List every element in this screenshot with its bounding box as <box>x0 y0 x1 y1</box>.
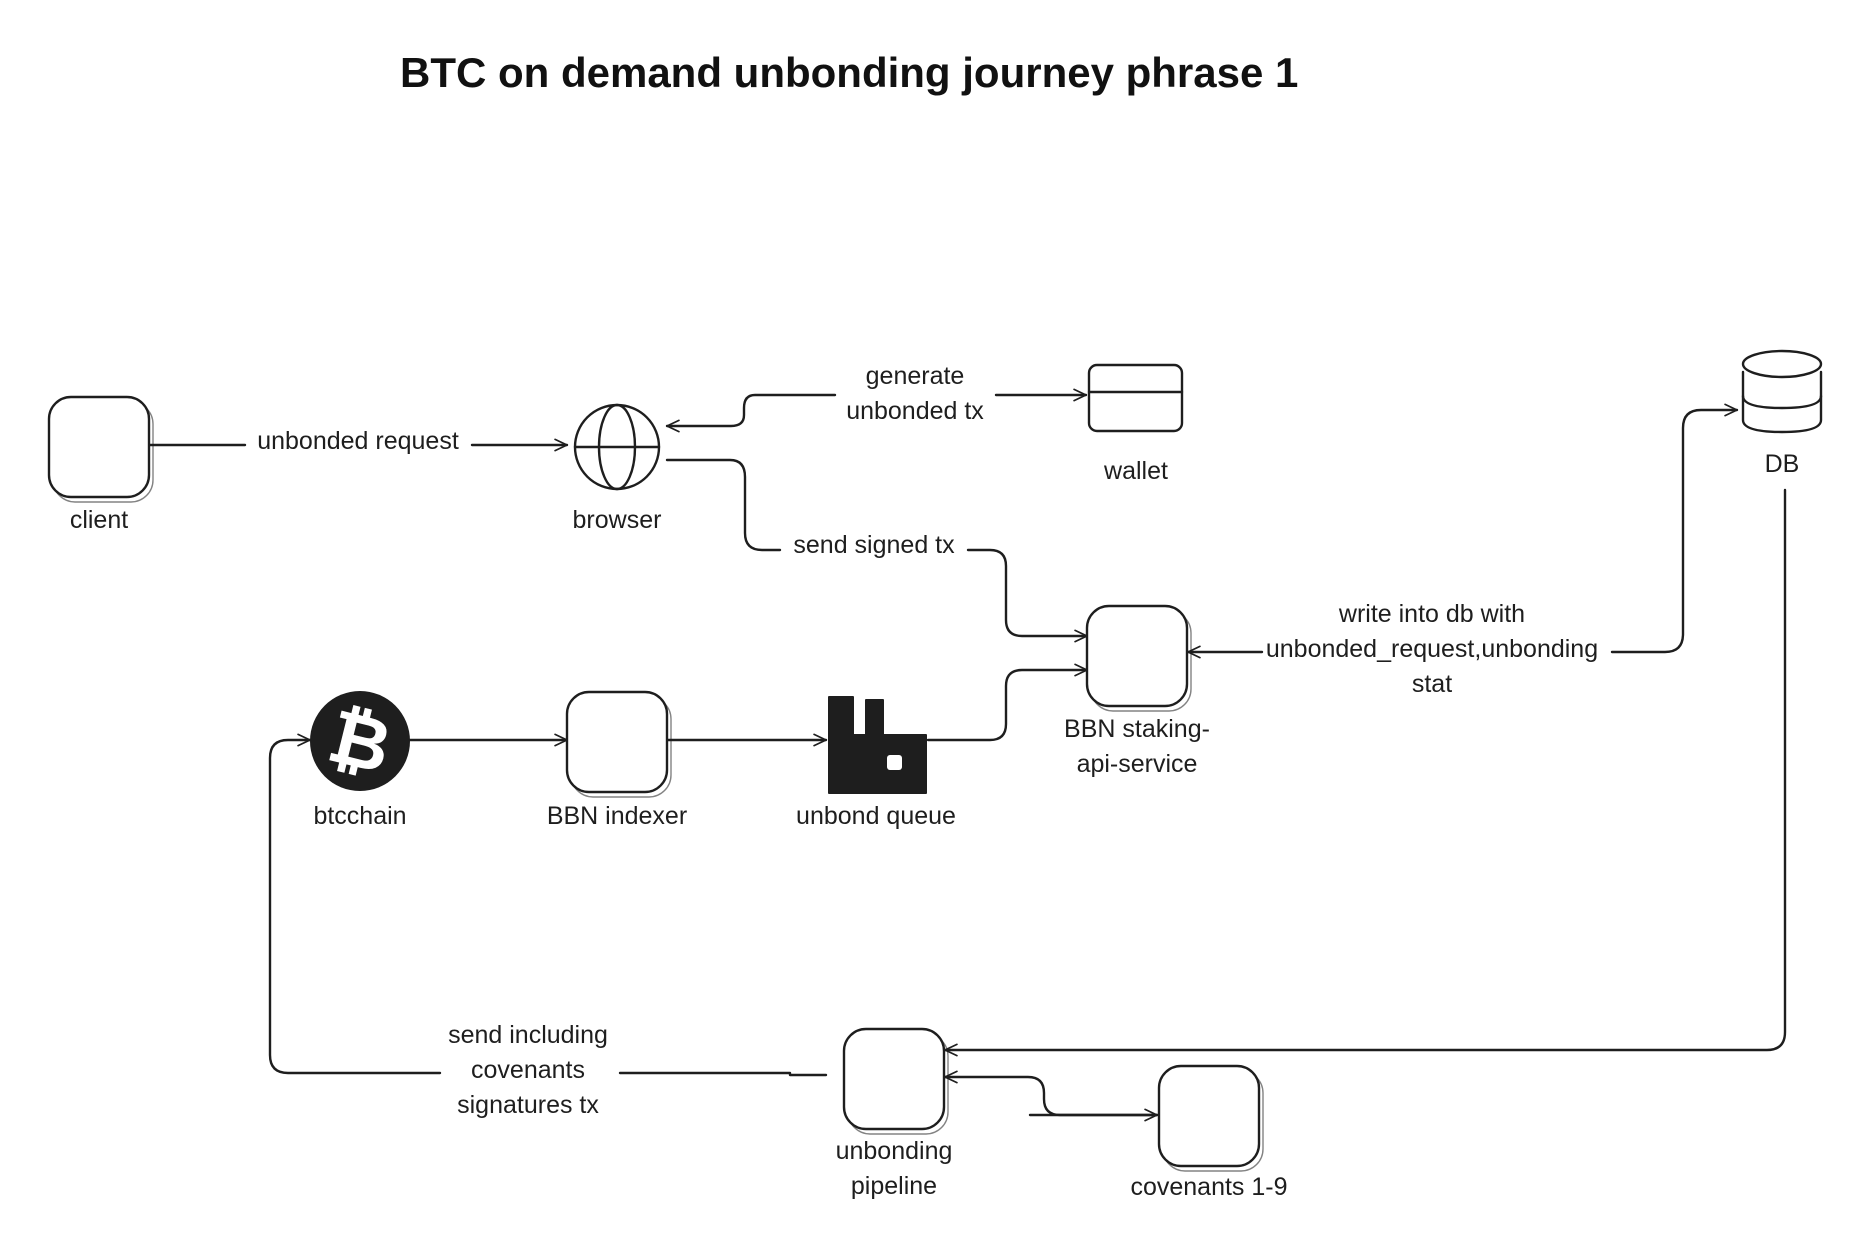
browser-label: browser <box>573 506 662 534</box>
db-label: DB <box>1765 450 1800 478</box>
wallet-node[interactable]: wallet <box>1087 363 1184 485</box>
btcchain-node[interactable]: ₿ btcchain <box>310 691 410 830</box>
edge-pipeline-covenants <box>943 1077 1159 1115</box>
edge-generate-unbonded-tx <box>665 395 1088 426</box>
label-generate-line2: unbonded tx <box>846 397 984 425</box>
label-write-db-line1: write into db with <box>1338 600 1525 628</box>
diagram-title: BTC on demand unbonding journey phrase 1 <box>400 49 1298 96</box>
label-unbonded-request: unbonded request <box>257 427 459 455</box>
edge-send-covenants-signatures <box>268 740 828 1077</box>
factory-icon <box>828 696 927 794</box>
staking-api-service-node[interactable]: BBN staking- api-service <box>1064 604 1210 778</box>
label-write-db-line3: stat <box>1412 670 1452 698</box>
label-send-covenants-line3: signatures tx <box>457 1091 599 1119</box>
covenants-label: covenants 1-9 <box>1130 1173 1287 1201</box>
label-generate-line1: generate <box>866 362 965 390</box>
client-node[interactable]: client <box>47 395 154 534</box>
queue-node[interactable]: unbond queue <box>796 696 956 830</box>
indexer-label: BBN indexer <box>547 802 687 830</box>
wallet-icon <box>1087 363 1184 433</box>
edge-db-to-pipeline <box>943 488 1787 1050</box>
label-send-covenants-line2: covenants <box>471 1056 585 1084</box>
staking-api-label-line2: api-service <box>1077 750 1198 778</box>
pipeline-label-line1: unbonding <box>836 1137 953 1165</box>
queue-label: unbond queue <box>796 802 956 830</box>
label-write-db-line2: unbonded_request,unbonding <box>1266 635 1598 663</box>
client-label: client <box>70 506 128 534</box>
wallet-label: wallet <box>1103 457 1168 485</box>
unbonding-pipeline-node[interactable]: unbonding pipeline <box>836 1027 953 1200</box>
database-icon <box>1741 349 1823 434</box>
label-send-signed-tx: send signed tx <box>793 531 955 559</box>
globe-icon <box>573 403 661 491</box>
indexer-node[interactable]: BBN indexer <box>547 690 687 830</box>
edge-write-into-db <box>1186 410 1739 652</box>
covenants-node[interactable]: covenants 1-9 <box>1130 1064 1288 1201</box>
staking-api-label-line1: BBN staking- <box>1064 715 1210 743</box>
db-node[interactable]: DB <box>1741 349 1823 478</box>
label-send-covenants-line1: send including <box>448 1021 608 1049</box>
edge-queue-to-api <box>926 670 1089 742</box>
browser-node[interactable]: browser <box>573 403 662 534</box>
bitcoin-icon: ₿ <box>310 691 410 791</box>
pipeline-label-line2: pipeline <box>851 1172 937 1200</box>
btcchain-label: btcchain <box>313 802 406 830</box>
edge-send-signed-tx <box>665 458 1089 636</box>
